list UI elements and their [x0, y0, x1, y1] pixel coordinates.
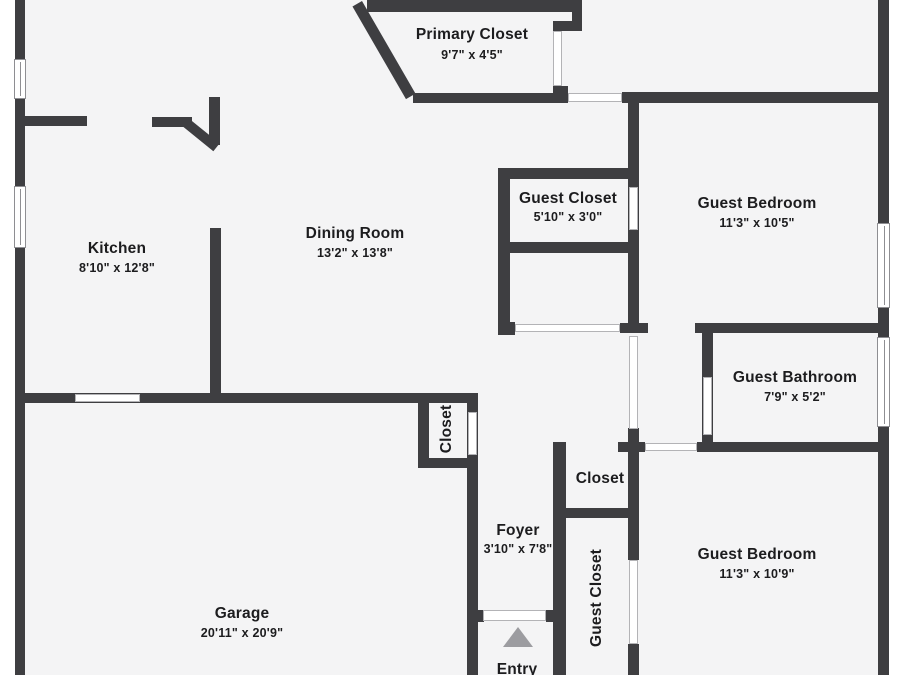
- outside-area-left: [0, 0, 15, 675]
- door-closet-by-garage: [468, 412, 477, 455]
- wall-entry-door-stub-left: [478, 610, 484, 622]
- entry-direction-arrow-icon: [503, 627, 533, 647]
- room-dims-primary-closet: 9'7" x 4'5": [441, 48, 503, 62]
- wall-closet-garage-bottom: [418, 458, 478, 468]
- room-label-dining-room: Dining Room: [305, 225, 405, 242]
- wall-kitchen-entry-right: [152, 117, 192, 127]
- room-dims-foyer: 3'10" x 7'8": [483, 542, 553, 556]
- wall-center-vertical-lower: [628, 644, 639, 675]
- outside-area-right: [889, 0, 900, 675]
- room-dims-garage: 20'11" x 20'9": [200, 626, 284, 640]
- room-label-closet-hall: Closet: [575, 470, 625, 487]
- room-dims-dining-room: 13'2" x 13'8": [316, 246, 394, 260]
- wall-primary-closet-bottom: [413, 93, 568, 103]
- room-dims-guest-bedroom-upper: 11'3" x 10'5": [719, 216, 795, 230]
- window-left-upper: [14, 59, 26, 99]
- opening-guest-closet-lower: [515, 324, 620, 332]
- room-label-guest-closet-upper: Guest Closet: [518, 190, 618, 207]
- room-label-guest-bedroom-lower: Guest Bedroom: [697, 546, 817, 563]
- wall-guest-closet-divider: [498, 242, 638, 253]
- wall-foyer-right: [553, 442, 566, 675]
- door-guest-bedroom-lower: [645, 443, 697, 451]
- wall-center-vertical-middle: [628, 428, 639, 560]
- wall-primary-closet-top: [367, 0, 582, 12]
- room-label-entry: Entry: [496, 661, 538, 675]
- door-entry: [483, 610, 546, 621]
- wall-foyer-left: [467, 393, 478, 675]
- wall-guest-bedroom-upper-top: [622, 92, 878, 103]
- room-dims-guest-closet-upper: 5'10" x 3'0": [533, 210, 603, 224]
- wall-bedroom-lower-top-left: [618, 442, 645, 452]
- window-left-kitchen: [14, 186, 26, 248]
- room-label-primary-closet: Primary Closet: [415, 26, 529, 43]
- wall-primary-closet-step-h: [553, 21, 582, 31]
- room-label-foyer: Foyer: [496, 522, 540, 539]
- wall-hall-closet-divider: [553, 508, 638, 518]
- room-label-guest-bathroom: Guest Bathroom: [732, 369, 858, 386]
- wall-entry-door-stub-right: [546, 610, 554, 622]
- room-label-closet-by-garage: Closet: [438, 404, 455, 454]
- room-dims-guest-bathroom: 7'9" x 5'2": [764, 390, 826, 404]
- wall-closet-garage-left: [418, 403, 429, 468]
- wall-bedroom-lower-top-right: [697, 442, 878, 452]
- room-label-kitchen: Kitchen: [87, 240, 147, 257]
- door-guest-bathroom: [703, 377, 712, 435]
- wall-garage-top: [15, 393, 478, 403]
- wall-kitchen-stub: [209, 97, 220, 145]
- wall-primary-closet-angled: [352, 1, 416, 100]
- door-guest-bedroom-upper-side: [629, 187, 638, 230]
- wall-kitchen-dining-divider: [210, 228, 221, 398]
- door-primary-closet: [553, 31, 562, 86]
- wall-guest-closet-bottom-stub: [498, 322, 515, 335]
- window-right-bedroom: [877, 223, 890, 308]
- door-guest-closet-hall: [629, 560, 638, 644]
- room-label-guest-bedroom-upper: Guest Bedroom: [697, 195, 817, 212]
- door-garage-kitchen: [75, 394, 140, 402]
- door-guest-bedroom-upper: [568, 93, 622, 102]
- wall-hall-top-left: [620, 323, 648, 333]
- wall-kitchen-entry-left: [15, 116, 87, 126]
- wall-exterior-left: [15, 0, 25, 675]
- room-dims-guest-bedroom-lower: 11'3" x 10'9": [719, 567, 795, 581]
- wall-bedroom-bathroom-divider: [695, 323, 878, 333]
- wall-guest-closet-top: [498, 168, 638, 179]
- room-label-garage: Garage: [214, 605, 270, 622]
- window-right-bathroom: [877, 337, 890, 427]
- opening-hallway: [629, 336, 638, 429]
- room-dims-kitchen: 8'10" x 12'8": [78, 261, 156, 275]
- room-label-guest-closet-hall: Guest Closet: [588, 548, 605, 648]
